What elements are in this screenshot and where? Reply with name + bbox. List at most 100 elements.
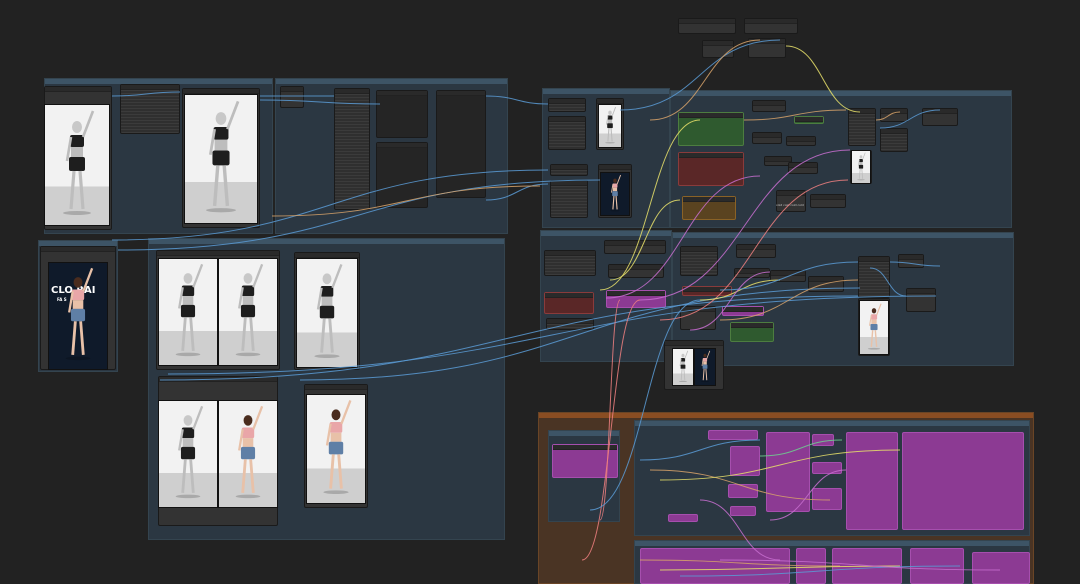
- figure-part-3: [702, 364, 708, 369]
- node-settings-b[interactable]: [376, 90, 428, 138]
- figure-part-4: [680, 368, 683, 381]
- node-ub-8[interactable]: [810, 194, 846, 208]
- node-settings-d[interactable]: [436, 90, 486, 198]
- node-lb-4[interactable]: [734, 268, 770, 278]
- figure-part-5: [189, 459, 195, 493]
- node-ub-7[interactable]: [776, 190, 806, 212]
- node-ra-4[interactable]: [550, 180, 588, 218]
- figure-part-6: [340, 399, 352, 425]
- figure-part-6: [611, 106, 617, 117]
- figure-part-7: [325, 423, 332, 446]
- node-la-4[interactable]: [608, 264, 664, 278]
- figure-part-1: [241, 427, 255, 439]
- node-lb-green[interactable]: [730, 322, 774, 342]
- node-ub-1[interactable]: [752, 100, 786, 112]
- node-br-p12[interactable]: [640, 548, 790, 584]
- figure-part-5: [249, 459, 255, 493]
- node-la-1[interactable]: [544, 250, 596, 276]
- wire-23: [699, 279, 781, 301]
- model-figure: [867, 303, 882, 350]
- node-la-red[interactable]: [544, 292, 594, 314]
- figure-part-3: [240, 304, 256, 318]
- node-ub-10[interactable]: [880, 128, 908, 152]
- node-top-b[interactable]: [744, 18, 798, 34]
- mannequin-image-a: [44, 104, 110, 226]
- figure-part-1: [612, 183, 618, 188]
- figure-part-4: [870, 330, 874, 347]
- node-red-a[interactable]: [678, 152, 744, 186]
- figure-part-2: [703, 361, 707, 365]
- wire-20: [599, 299, 621, 521]
- wire-17: [605, 175, 761, 299]
- node-green-a[interactable]: [678, 112, 744, 146]
- node-lb-2[interactable]: [680, 306, 716, 330]
- runway-figure: [610, 174, 622, 212]
- figure-part-3: [328, 441, 344, 455]
- node-ub-sampler[interactable]: [848, 108, 876, 146]
- figure-part-8: [175, 494, 201, 499]
- node-small-a[interactable]: [280, 86, 304, 108]
- runway-figure: [700, 350, 711, 382]
- wire-28: [649, 469, 831, 501]
- node-ub-9[interactable]: [880, 108, 908, 122]
- runway-figure: [65, 267, 94, 361]
- node-top-d[interactable]: [748, 38, 786, 58]
- figure-part-8: [867, 347, 881, 350]
- node-ub-3[interactable]: [752, 132, 782, 144]
- figure-part-1: [859, 159, 863, 163]
- figure-part-2: [612, 187, 618, 192]
- wire-14: [785, 45, 861, 113]
- mannequin-figure: [63, 110, 95, 215]
- node-ub-11[interactable]: [922, 108, 958, 126]
- node-settings-c[interactable]: [376, 142, 428, 208]
- figure-part-6: [226, 100, 240, 130]
- figure-part-4: [329, 454, 335, 489]
- figure-part-1: [241, 285, 255, 297]
- model-figure: [323, 399, 352, 494]
- figure-part-5: [683, 368, 686, 381]
- figure-part-1: [607, 115, 613, 120]
- node-br-p5[interactable]: [812, 462, 842, 474]
- node-ra-2[interactable]: [548, 116, 586, 150]
- mannequin-figure: [175, 263, 204, 357]
- wire-19: [659, 179, 849, 321]
- node-br-p7[interactable]: [846, 432, 898, 530]
- node-lb-red[interactable]: [682, 286, 732, 296]
- group-right-lower-b[interactable]: [672, 232, 1014, 366]
- figure-part-5: [78, 170, 85, 210]
- figure-part-7: [606, 116, 609, 125]
- node-lb-8[interactable]: [906, 288, 936, 312]
- node-br-p1[interactable]: [708, 430, 758, 440]
- preview-note: cold cold cold cold: [776, 203, 804, 207]
- mannequin-figure: [175, 405, 204, 499]
- node-br-p10[interactable]: [730, 506, 756, 516]
- figure-part-7: [679, 358, 682, 366]
- figure-part-0: [72, 121, 82, 133]
- node-sampler-a[interactable]: [334, 88, 370, 210]
- figure-part-5: [874, 330, 878, 347]
- figure-part-4: [71, 321, 77, 355]
- wire-5: [117, 179, 601, 251]
- figure-part-2: [607, 119, 613, 124]
- node-br-p8[interactable]: [902, 432, 1024, 530]
- mannequin-image-c: [158, 258, 218, 366]
- node-br-p11[interactable]: [668, 514, 698, 522]
- node-br-p16[interactable]: [972, 552, 1030, 584]
- figure-part-1: [870, 314, 878, 320]
- mannequin-image-f: [158, 400, 218, 508]
- node-ub-4[interactable]: [786, 136, 816, 146]
- figure-part-8: [65, 356, 91, 361]
- node-lb-1[interactable]: [680, 246, 718, 276]
- node-top-a[interactable]: [678, 18, 736, 34]
- wire-21: [581, 299, 641, 561]
- node-ra-1[interactable]: [548, 98, 586, 112]
- wire-22: [589, 299, 701, 511]
- node-ub-5[interactable]: [764, 156, 792, 166]
- node-ub-2[interactable]: [794, 116, 824, 124]
- figure-part-4: [612, 196, 615, 210]
- node-ra-3[interactable]: [550, 164, 588, 176]
- node-br-p6[interactable]: [812, 488, 842, 510]
- figure-part-0: [703, 353, 707, 358]
- node-la-3[interactable]: [604, 240, 666, 254]
